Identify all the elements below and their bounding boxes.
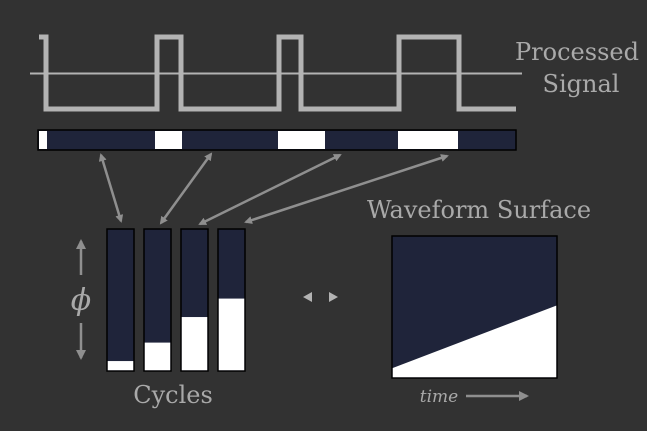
strip-segment-white: [39, 131, 47, 149]
square-wave: [39, 34, 516, 112]
connector-arrow: [244, 154, 449, 224]
waveform-surface: [391, 235, 558, 379]
signal-strip: [37, 129, 517, 151]
cycle-bar-fill: [181, 317, 208, 371]
connector-arrow: [159, 152, 213, 225]
connector-arrows: [98, 152, 449, 226]
time-label: time: [420, 387, 458, 407]
strip-segment-white: [155, 131, 182, 149]
cycle-bar-fill: [107, 361, 134, 371]
cycle-bar: [106, 228, 135, 372]
waveform-surface-title: Waveform Surface: [367, 196, 591, 224]
surface-white-region: [392, 305, 557, 378]
cycle-bar-fill: [144, 342, 171, 371]
cycles-bars: [106, 228, 246, 372]
phase-symbol: ϕ: [71, 283, 91, 318]
processed-signal: [30, 34, 522, 112]
connector-arrow: [98, 153, 124, 223]
strip-segment-white: [278, 131, 325, 149]
processed-signal-label-1: Processed: [515, 38, 639, 66]
arrow-left-icon: [303, 292, 312, 302]
strip-segment-white: [398, 131, 458, 149]
equivalence-arrows-icon: [303, 292, 338, 302]
arrow-right-icon: [329, 292, 338, 302]
cycles-label: Cycles: [133, 381, 213, 409]
processed-signal-label-2: Signal: [543, 70, 620, 98]
cycle-bar-fill: [218, 298, 245, 371]
